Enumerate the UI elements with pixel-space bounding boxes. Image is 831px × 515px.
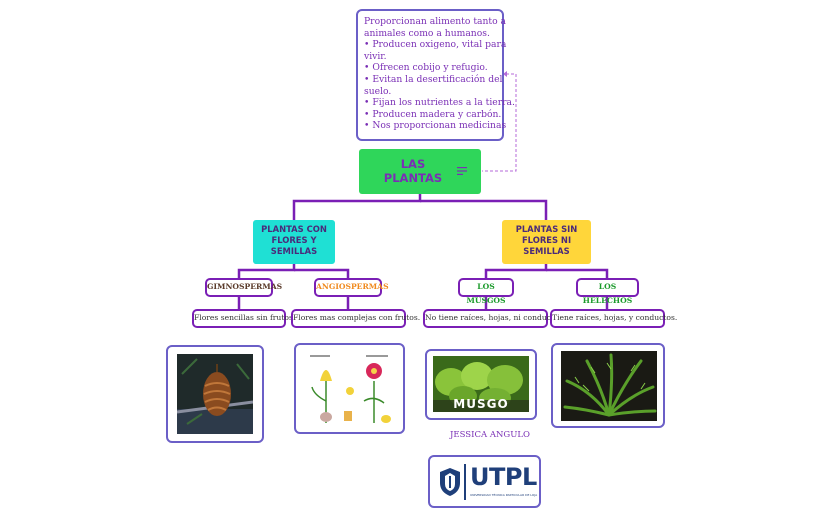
desc-text: Flores sencillas sin frutos (194, 313, 293, 322)
root-topic[interactable]: LAS PLANTAS (359, 149, 481, 194)
topic-label: LOS MUSGOS (466, 282, 506, 305)
root-topic-label: LAS PLANTAS (383, 157, 443, 185)
topic-gimnospermas[interactable]: GIMNOSPERMAS (205, 278, 282, 297)
note-line: vivir. (364, 50, 387, 62)
note-line: • Ofrecen cobijo y refugio. (364, 62, 488, 74)
branch-label: PLANTAS SIN FLORES NI SEMILLAS (515, 224, 578, 256)
note-line: • Fijan los nutrientes a la tierra. (364, 97, 515, 109)
moss-caption: MUSGO (453, 397, 509, 411)
benefits-note[interactable]: Proporcionan alimento tanto a animales c… (356, 9, 515, 141)
note-line: • Producen madera y carbón. (364, 108, 502, 120)
desc-text: Flores mas complejas con frutos. (293, 313, 421, 322)
utpl-logo: UTPL UNIVERSIDAD TÉCNICA PARTICULAR DE L… (428, 455, 541, 508)
desc-musgos[interactable]: No tiene raíces, hojas, ni conductos (423, 309, 563, 328)
topic-label: ANGIOSPERMAS (316, 282, 389, 291)
note-line: • Producen oxigeno, vital para (364, 39, 507, 51)
pine-cone-picture (177, 354, 253, 434)
topic-label: GIMNOSPERMAS (207, 282, 283, 291)
note-line: • Nos proporcionan medicinas (364, 120, 507, 132)
topic-helechos[interactable]: LOS HELECHOS (576, 278, 639, 305)
desc-angiospermas[interactable]: Flores mas complejas con frutos. (291, 309, 420, 328)
menu-lines-icon[interactable] (457, 167, 467, 175)
note-line: suelo. (364, 85, 392, 97)
branch-plantas-sin-flores[interactable]: PLANTAS SIN FLORES NI SEMILLAS (502, 220, 591, 264)
image-fern[interactable] (551, 343, 665, 428)
moss-picture (433, 356, 529, 412)
image-pine-cone[interactable] (166, 345, 264, 443)
note-line: • Evitan la desertificación del (364, 73, 503, 85)
note-line: animales como a humanos. (364, 27, 490, 39)
branch-label: PLANTAS CON FLORES Y SEMILLAS (261, 224, 327, 256)
topic-label: LOS HELECHOS (582, 282, 633, 305)
branch-plantas-con-flores[interactable]: PLANTAS CON FLORES Y SEMILLAS (253, 220, 335, 264)
author-name: JESSICA ANGULO (450, 430, 530, 440)
desc-text: Tiene raíces, hojas, y conductos. (552, 313, 678, 322)
topic-angiospermas[interactable]: ANGIOSPERMAS (314, 278, 389, 297)
topic-musgos[interactable]: LOS MUSGOS (458, 278, 514, 305)
logo-subtext: UNIVERSIDAD TÉCNICA PARTICULAR DE LOJA (470, 493, 538, 497)
note-line: Proporcionan alimento tanto a (364, 16, 507, 27)
desc-text: No tiene raíces, hojas, ni conductos (425, 313, 563, 322)
logo-text: UTPL (470, 463, 537, 491)
utpl-shield-icon (440, 468, 460, 496)
flower-diagram-picture (304, 351, 396, 427)
fern-picture (561, 351, 657, 421)
logo-divider (464, 464, 466, 500)
desc-helechos[interactable]: Tiene raíces, hojas, y conductos. (550, 309, 677, 328)
image-moss[interactable]: MUSGO (425, 349, 537, 420)
desc-gimnospermas[interactable]: Flores sencillas sin frutos (192, 309, 293, 328)
image-flower-diagram[interactable] (294, 343, 405, 434)
